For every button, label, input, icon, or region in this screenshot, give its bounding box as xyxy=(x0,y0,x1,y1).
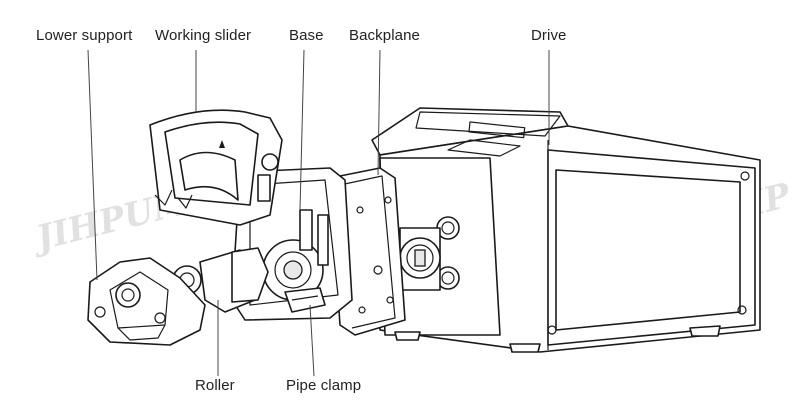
label-roller: Roller xyxy=(195,377,235,394)
lower-support xyxy=(87,257,206,346)
leader-lower-support xyxy=(87,49,98,281)
working-slider xyxy=(149,109,283,226)
drive-unit xyxy=(371,107,761,353)
label-drive: Drive xyxy=(531,27,567,44)
label-pipe-clamp: Pipe clamp xyxy=(286,377,362,394)
pipe-clamp xyxy=(284,287,326,313)
label-lower-support: Lower support xyxy=(36,27,133,44)
leader-lines xyxy=(87,49,550,377)
label-base: Base xyxy=(289,27,324,44)
leader-pipe-clamp xyxy=(309,304,315,377)
leader-backplane xyxy=(377,49,381,176)
label-backplane: Backplane xyxy=(349,27,420,44)
label-working-slider: Working slider xyxy=(155,27,252,44)
roller xyxy=(172,247,269,313)
leader-base xyxy=(299,49,305,211)
